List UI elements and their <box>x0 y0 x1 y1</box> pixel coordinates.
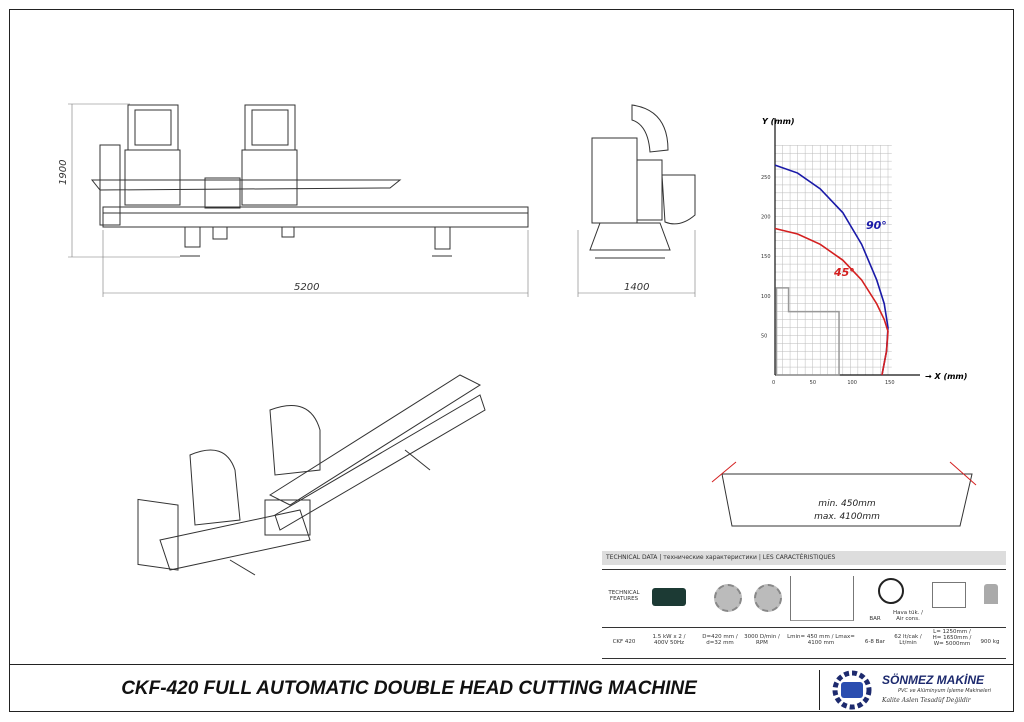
length-value: Lmin= 450 mm / Lmax= 4100 mm <box>787 634 855 646</box>
profile-length-sketch <box>711 461 977 527</box>
brand-name: SÖNMEZ MAKİNE <box>882 673 984 687</box>
cutting-capacity-chart: → X (mm) Y (mm) 0 50 100 150 50 100 150 200 250 90°… <box>761 117 967 386</box>
y-axis-label: Y (mm) <box>762 117 795 126</box>
table-header: TECHNICAL DATA | технические характерист… <box>602 551 1006 565</box>
model-cell: CKF 420 <box>612 639 636 645</box>
pressure-gauge-icon <box>878 578 904 604</box>
saw-blade-icon <box>714 584 742 612</box>
air-value: 62 lt/cak / Lt/min <box>894 634 922 646</box>
brand-tagline: PVC ve Alüminyum İşleme Makineleri <box>898 688 992 694</box>
series-label: 90° <box>866 219 887 232</box>
weight-icon <box>984 584 998 604</box>
rpm-value: 3000 D/min / RPM <box>744 634 780 646</box>
y-tick-label: 250 <box>761 175 771 181</box>
y-tick-label: 150 <box>761 254 771 260</box>
x-tick-label: 150 <box>885 380 895 386</box>
motor-icon <box>652 588 686 606</box>
icon-row: TECHNICAL FEATURES BAR Hava tük. / Air c… <box>602 569 1006 628</box>
bar-label: BAR <box>869 616 881 622</box>
x-axis-label: → X (mm) <box>925 372 967 381</box>
rpm-blade-icon <box>754 584 782 612</box>
max-length: max. 4100mm <box>814 512 880 522</box>
blade-value: D=420 mm / d=32 mm <box>702 634 738 646</box>
company-logo: SÖNMEZ MAKİNE PVC ve Alüminyum İşleme Ma… <box>819 670 1010 710</box>
y-tick-label: 200 <box>761 215 771 221</box>
technical-data-table: TECHNICAL DATA | технические характерист… <box>602 551 1006 659</box>
air-label: Hava tük. / Air cons. <box>892 610 924 622</box>
page-title: CKF-420 FULL AUTOMATIC DOUBLE HEAD CUTTI… <box>121 678 697 699</box>
model-row: CKF 420 1.5 kW x 2 / 400V 50Hz D=420 mm … <box>602 627 1006 659</box>
front-view-drawing <box>90 104 529 257</box>
dimension-lines <box>68 103 696 297</box>
min-length: min. 450mm <box>818 499 876 509</box>
title-block: CKF-420 FULL AUTOMATIC DOUBLE HEAD CUTTI… <box>9 664 1014 713</box>
row-label: TECHNICAL FEATURES <box>608 590 640 602</box>
page-frame <box>9 9 1014 712</box>
curve-45 <box>774 227 889 376</box>
x-tick-label: 100 <box>847 380 857 386</box>
y-tick-label: 50 <box>761 333 767 339</box>
brand-slogan: Kalite Aslen Tesadüf Değildir <box>882 697 971 704</box>
depth-dimension: 1400 <box>624 282 649 293</box>
pressure-value: 6-8 Bar <box>864 639 886 645</box>
dimensions-value: L= 1250mm / H= 1650mm / W= 5000mm <box>932 629 972 647</box>
height-dimension: 1900 <box>58 160 69 185</box>
y-tick-label: 100 <box>761 294 771 300</box>
isometric-view-drawing <box>137 374 486 576</box>
motor-value: 1.5 kW x 2 / 400V 50Hz <box>652 634 686 646</box>
window-profile-outline <box>775 287 840 376</box>
weight-value: 900 kg <box>980 639 1000 645</box>
length-icon <box>790 576 854 621</box>
series-label: 45° <box>833 266 855 279</box>
x-tick-label: 0 <box>772 380 775 386</box>
x-tick-label: 50 <box>810 380 816 386</box>
dimension-box-icon <box>932 582 966 608</box>
gear-logo-icon <box>832 670 872 710</box>
side-view-drawing <box>589 104 696 259</box>
length-dimension: 5200 <box>294 282 319 293</box>
